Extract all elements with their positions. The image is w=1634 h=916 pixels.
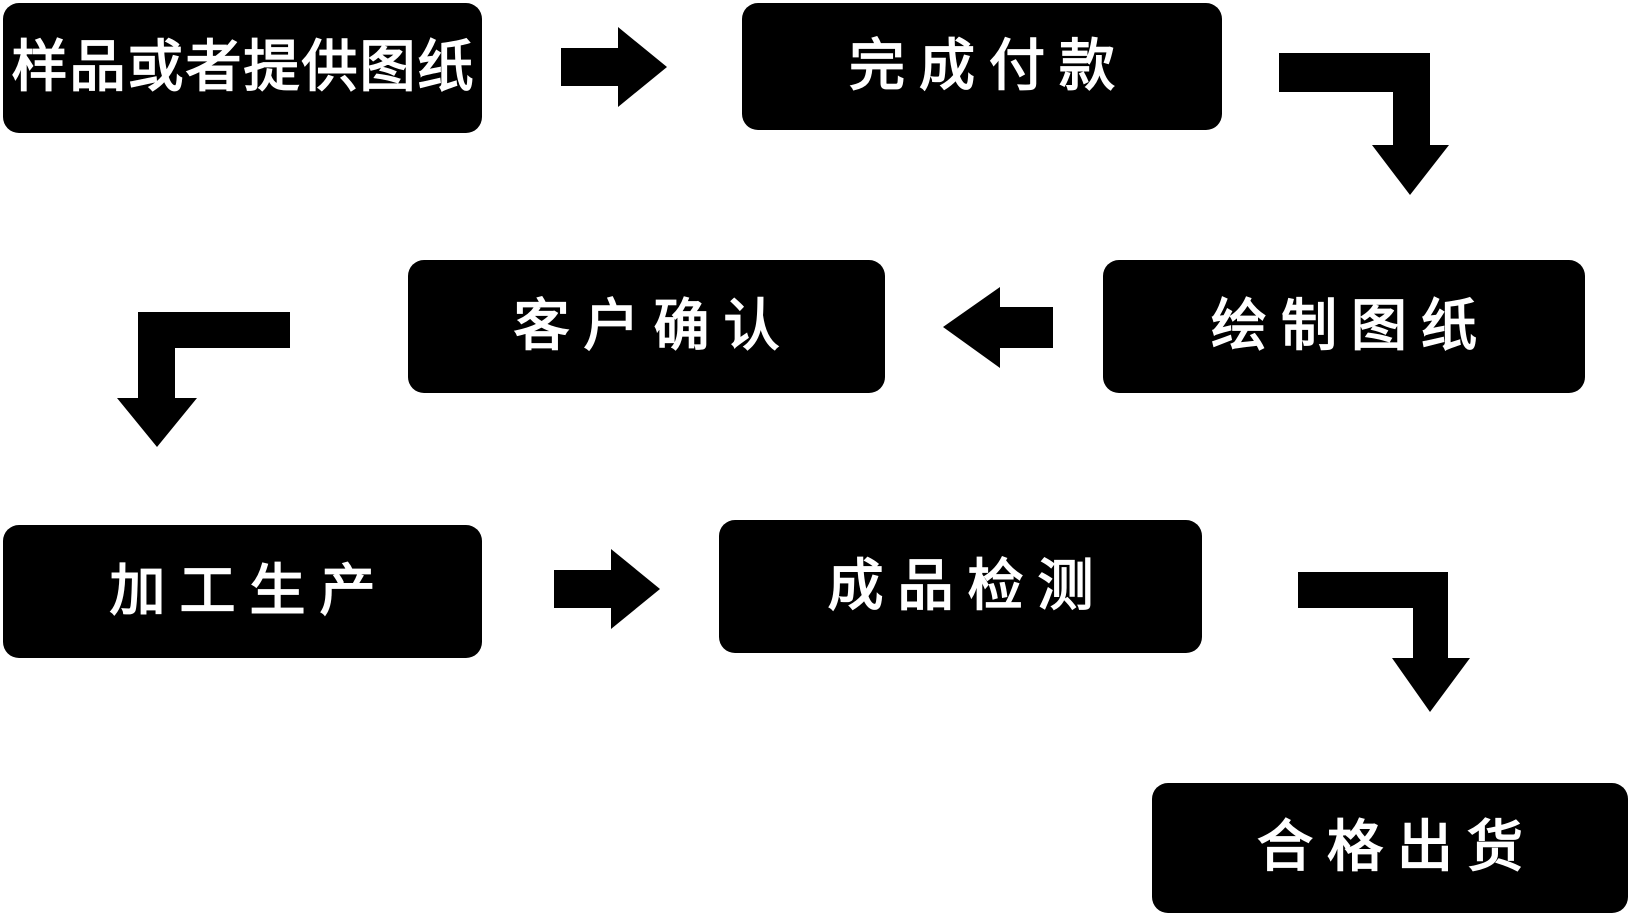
arrow-elbow-right-down-icon xyxy=(1298,572,1470,712)
flow-node-label: 成品检测 xyxy=(827,553,1108,619)
flow-node-sample-or-drawing: 样品或者提供图纸 xyxy=(3,3,482,133)
flow-node-label: 合格出货 xyxy=(1257,815,1537,880)
flow-node-draw-drawing: 绘制图纸 xyxy=(1103,260,1585,393)
flow-node-label: 加工生产 xyxy=(109,558,390,624)
arrow-elbow-left-down-icon xyxy=(117,312,290,447)
arrow-left-icon xyxy=(943,287,1053,368)
flow-node-label: 客户确认 xyxy=(513,293,794,359)
arrow-right-icon xyxy=(561,27,667,107)
flow-node-label: 样品或者提供图纸 xyxy=(11,35,476,100)
arrow-right-icon xyxy=(554,549,660,629)
flow-node-customer-confirm: 客户确认 xyxy=(408,260,885,393)
arrow-elbow-right-down-icon xyxy=(1279,53,1449,195)
flow-node-label: 完成付款 xyxy=(849,33,1129,99)
flow-node-product-inspection: 成品检测 xyxy=(719,520,1202,653)
flow-node-qualified-shipment: 合格出货 xyxy=(1152,783,1628,913)
flow-node-payment-complete: 完成付款 xyxy=(742,3,1222,130)
flow-node-production: 加工生产 xyxy=(3,525,482,658)
flow-node-label: 绘制图纸 xyxy=(1211,293,1491,359)
